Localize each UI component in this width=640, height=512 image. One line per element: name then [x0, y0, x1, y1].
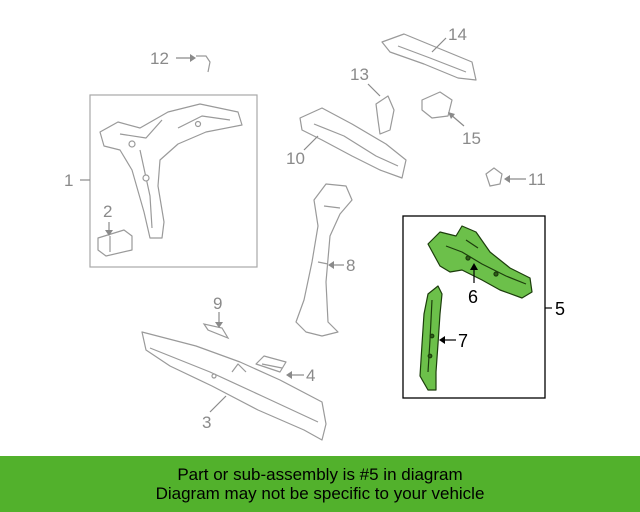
part-13-drawing: [375, 95, 395, 135]
part-15-drawing: [421, 91, 453, 119]
callout-1: 1: [64, 171, 73, 190]
callout-4-arrow: [286, 371, 292, 379]
banner-line-1: Part or sub-assembly is #5 in diagram: [177, 465, 463, 484]
part-8-drawing: [295, 183, 353, 337]
callout-2: 2: [103, 202, 112, 221]
callout-13-leader: [367, 83, 381, 97]
part-14-drawing: [381, 33, 477, 81]
part-4-drawing: [255, 355, 287, 373]
part-10-drawing: [299, 107, 407, 179]
callout-13: 13: [350, 65, 369, 84]
callout-12-arrow: [190, 54, 196, 62]
callout-6: 6: [468, 287, 478, 307]
part-1-box: [89, 94, 258, 268]
part-1-drawing: [99, 103, 243, 239]
info-banner: Part or sub-assembly is #5 in diagram Di…: [0, 456, 640, 512]
callout-10: 10: [286, 149, 305, 168]
parts-diagram: 1 2 3 4 5 6 7 8 9 10 11 12 13 14 15: [64, 25, 565, 441]
banner-line-2: Diagram may not be specific to your vehi…: [155, 484, 485, 503]
callout-4: 4: [306, 366, 315, 385]
part-3-drawing: [141, 331, 327, 441]
callout-6-arrow: [470, 263, 478, 270]
callout-14: 14: [448, 25, 467, 44]
part-5-box: [402, 215, 546, 399]
part-2-drawing: [97, 229, 133, 257]
callout-11-arrow: [504, 175, 510, 183]
callout-5: 5: [555, 299, 565, 319]
callout-14-leader: [431, 37, 447, 53]
callout-9: 9: [213, 294, 222, 313]
callout-7-arrow: [439, 336, 445, 344]
part-9-drawing: [202, 323, 230, 340]
part-12-drawing: [196, 55, 211, 73]
callout-11: 11: [528, 170, 546, 189]
callout-10-leader: [303, 135, 319, 151]
part-7-drawing: [419, 285, 443, 391]
callout-3-leader: [209, 395, 227, 413]
callout-12: 12: [150, 49, 169, 68]
callout-8-arrow: [328, 261, 334, 269]
part-6-drawing: [427, 225, 533, 299]
callout-7: 7: [458, 331, 468, 351]
callout-15-arrow: [448, 112, 455, 119]
callout-9-arrow: [215, 322, 223, 328]
callout-8: 8: [346, 256, 355, 275]
callout-3: 3: [202, 413, 211, 432]
callout-15: 15: [462, 129, 481, 148]
part-11-drawing: [485, 167, 503, 187]
callout-2-arrow: [105, 230, 113, 236]
